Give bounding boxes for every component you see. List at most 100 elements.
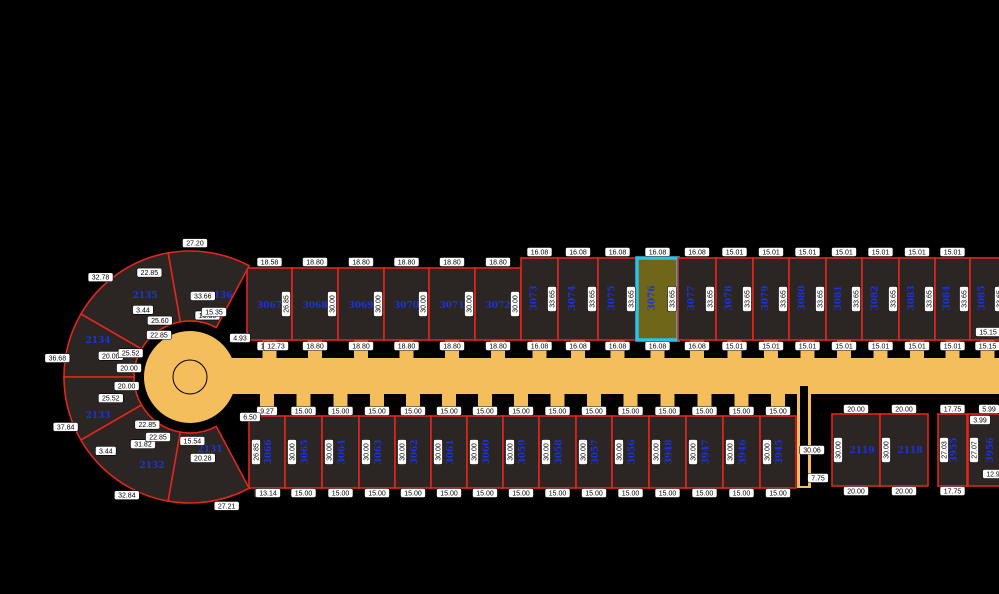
lot-3067-side-dim-box xyxy=(281,291,291,317)
lot-3068-front-dim: 18.80 xyxy=(302,257,328,267)
lot-2135-dim-2-text: 25.60 xyxy=(151,318,169,325)
misc-dim-10-box xyxy=(263,341,289,351)
lot-3083-rear-dim: 15.01 xyxy=(904,341,930,351)
misc-dim-0: 20.00 xyxy=(116,363,142,373)
lot-2119-front-dim-box xyxy=(843,404,869,414)
lot-2131-dim-2-box xyxy=(179,436,206,446)
lot-2134-dim-0-box xyxy=(44,353,71,363)
lot-3069-side-dim: 30.00 xyxy=(373,291,383,317)
misc-dim-12-text: 22.85 xyxy=(149,435,167,442)
lot-number-3955: 3955 xyxy=(950,437,960,462)
lot-3947-rear-dim-text: 15.00 xyxy=(696,409,714,416)
lot-3072-front-dim: 18.80 xyxy=(485,257,511,267)
lot-3068-side-dim-text: 30.00 xyxy=(330,295,337,313)
misc-dim-3-text: 6.50 xyxy=(243,415,257,422)
lot-3077-rear-dim-text: 16.08 xyxy=(688,344,706,351)
lot-2131-dim-0-text: 27.21 xyxy=(218,503,236,510)
lot-2131-dim-2-text: 15.54 xyxy=(184,438,202,445)
lot-3078-side-dim-box xyxy=(742,286,752,312)
lot-3074-side-dim-box xyxy=(587,286,597,312)
lot-3061-front-dim-box xyxy=(436,488,462,498)
lot-3065-side-dim-text: 30.00 xyxy=(290,443,297,461)
lot-3076-side-dim-box xyxy=(667,286,677,312)
lot-2118-side-dim: 30.00 xyxy=(881,437,891,463)
lot-number-3065: 3065 xyxy=(301,439,311,464)
lot-3071-front-dim: 18.80 xyxy=(439,257,465,267)
lot-number-3083: 3083 xyxy=(907,285,917,310)
lot-3063-front-dim-text: 15.00 xyxy=(368,491,386,498)
lot-2135-dim-1-text: 3.44 xyxy=(136,307,150,314)
lot-3064-front-dim-box xyxy=(327,488,354,498)
lot-3948-rear-dim: 15.00 xyxy=(654,406,681,416)
lot-2119-rear-dim: 20.00 xyxy=(843,486,869,496)
lot-3073-side-dim-box xyxy=(547,286,557,312)
lot-number-2133: 2133 xyxy=(85,411,110,421)
lot-3082-rear-dim-text: 15.01 xyxy=(872,344,890,351)
lot-3084-rear-dim-text: 15.01 xyxy=(944,344,962,351)
misc-dim-2-box xyxy=(201,307,227,317)
lot-3056-front-dim-text: 15.00 xyxy=(622,491,640,498)
lot-3071-front-dim-text: 18.80 xyxy=(443,260,461,267)
lot-3947-side-dim: 30.00 xyxy=(688,439,698,465)
lot-3068-rear-dim: 18.80 xyxy=(302,341,328,351)
lot-3082-front-dim: 15.01 xyxy=(867,247,894,257)
lot-3069-rear-dim: 18.80 xyxy=(348,341,374,351)
lot-3955-side-dim-text: 27.03 xyxy=(942,441,949,459)
lot-3076-side-dim: 33.65 xyxy=(667,286,677,312)
lot-2131-dim-0: 27.21 xyxy=(213,501,240,511)
lot-3955-front-dim-box xyxy=(939,404,966,414)
lot-3063-front-dim: 15.00 xyxy=(364,488,390,498)
lot-3075-side-dim-text: 33.65 xyxy=(629,290,636,308)
lot-number-3056: 3056 xyxy=(628,439,638,464)
lot-2118-front-dim: 20.00 xyxy=(891,404,917,414)
lot-3071-rear-dim: 18.80 xyxy=(439,341,465,351)
lot-3059-side-dim: 30.00 xyxy=(505,439,515,465)
misc-dim-1: 22.85 xyxy=(146,330,172,340)
lot-3084-rear-dim: 15.01 xyxy=(939,341,966,351)
lot-3945-front-dim: 15.00 xyxy=(765,488,791,498)
lot-2132-dim-0-text: 32.84 xyxy=(118,493,136,500)
lot-2132-dim-3-box xyxy=(95,446,117,456)
lot-3058-side-dim: 30.00 xyxy=(541,439,551,465)
lot-3062-front-dim-box xyxy=(400,488,426,498)
lot-3066-rear-dim-text: 9.27 xyxy=(260,409,274,416)
lot-3079-front-dim-text: 15.01 xyxy=(762,250,780,257)
lot-3945-side-dim-text: 30.00 xyxy=(765,443,772,461)
lot-3063-side-dim-text: 30.00 xyxy=(364,443,371,461)
lot-3072-front-dim-box xyxy=(485,257,511,267)
lot-3072-side-dim-text: 30.00 xyxy=(513,295,520,313)
misc-dim-6-box xyxy=(229,333,251,343)
lot-3078-rear-dim: 15.01 xyxy=(721,341,748,351)
lot-2133-dim-0-box xyxy=(52,422,79,432)
lot-3057-rear-dim-box xyxy=(581,406,607,416)
lot-3074-front-dim-text: 16.08 xyxy=(569,250,587,257)
lot-2134-dim-2-box xyxy=(117,348,144,358)
lot-3074-side-dim: 33.65 xyxy=(587,286,597,312)
lot-3065-rear-dim-box xyxy=(290,406,317,416)
lot-3071-rear-dim-text: 18.80 xyxy=(443,344,461,351)
lot-3070-rear-dim-text: 18.80 xyxy=(398,344,416,351)
lot-2134-dim-2: 25.52 xyxy=(117,348,144,358)
lot-3072-rear-dim: 18.80 xyxy=(485,341,511,351)
lot-3946-front-dim-text: 15.00 xyxy=(733,491,751,498)
lot-3948-rear-dim-box xyxy=(654,406,681,416)
lot-3956-front-dim: 5.99 xyxy=(978,404,999,414)
lot-3059-side-dim-text: 30.00 xyxy=(508,443,515,461)
lot-number-3079: 3079 xyxy=(761,285,771,310)
lot-2135-dim-3-text: 22.85 xyxy=(141,270,159,277)
lot-number-3956: 3956 xyxy=(986,437,996,462)
lot-3080-side-dim-box xyxy=(815,286,825,312)
lot-3056-rear-dim-text: 15.00 xyxy=(622,409,640,416)
lot-2136[interactable] xyxy=(167,250,251,329)
lot-3069-side-dim-text: 30.00 xyxy=(376,295,383,313)
lot-3085[interactable] xyxy=(969,257,999,341)
lot-3075-rear-dim: 16.08 xyxy=(604,341,631,351)
lot-3059-rear-dim-box xyxy=(508,406,534,416)
lot-2132-dim-0-box xyxy=(114,490,140,500)
lot-3062-rear-dim-text: 15.00 xyxy=(404,409,422,416)
lot-3083-front-dim-box xyxy=(904,247,930,257)
lot-3945-front-dim-box xyxy=(765,488,791,498)
lot-2133-dim-0: 37.84 xyxy=(52,422,79,432)
misc-dim-11-box xyxy=(255,488,281,498)
side-lane-inner xyxy=(800,386,808,486)
